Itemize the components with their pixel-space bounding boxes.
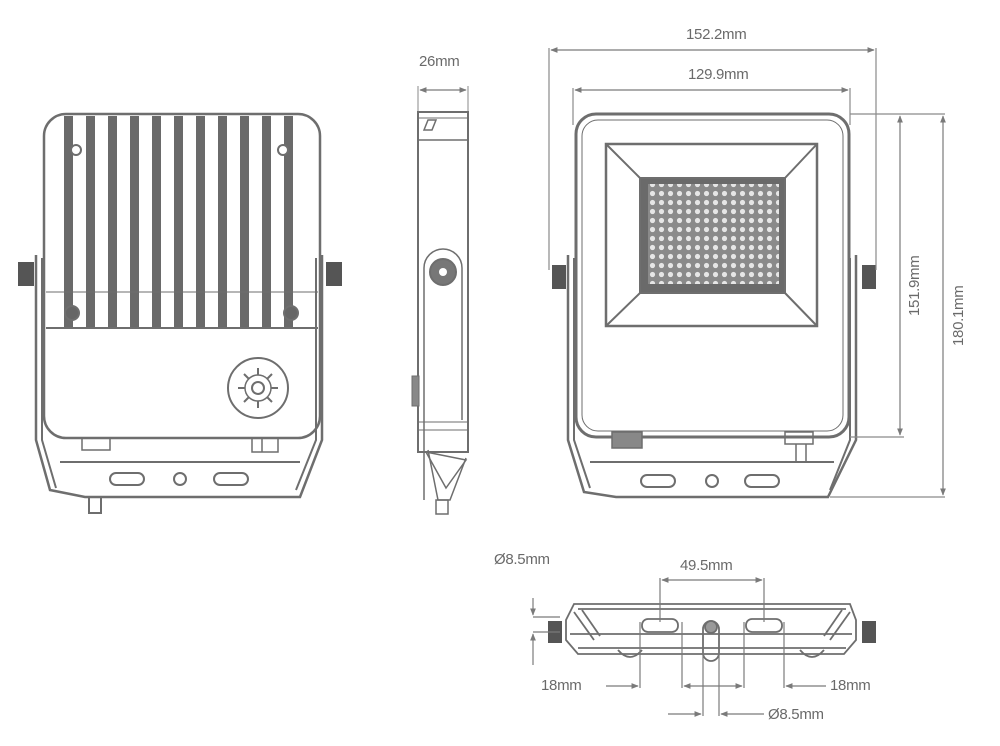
dim-bracket-hole-center: Ø8.5mm <box>768 706 824 723</box>
bottom-dimension-lines <box>530 577 826 717</box>
back-view <box>18 112 342 514</box>
led-array <box>648 184 779 284</box>
heatsink-fins <box>64 116 293 328</box>
front-view <box>552 112 876 499</box>
side-view <box>411 86 469 515</box>
screw-icon <box>64 305 80 321</box>
pressure-valve-icon <box>227 357 289 419</box>
cable-gland-icon <box>88 496 102 514</box>
dim-body-height: 151.9mm <box>906 255 923 316</box>
knob-right-icon <box>862 621 876 643</box>
mounting-hole-icon <box>277 144 289 156</box>
dim-slot-right: 18mm <box>830 677 871 694</box>
knob-left-icon <box>18 262 34 286</box>
mounting-hole-icon <box>70 144 82 156</box>
screw-icon <box>283 305 299 321</box>
dim-bracket-hole-left: Ø8.5mm <box>494 551 550 568</box>
knob-left-icon <box>552 265 566 289</box>
dim-body-width: 129.9mm <box>688 66 749 83</box>
bottom-view <box>548 603 876 662</box>
dim-slot-spacing: 49.5mm <box>680 557 733 574</box>
dim-overall-width: 152.2mm <box>686 26 747 43</box>
front-dimension-lines <box>548 47 946 498</box>
dim-side-depth: 26mm <box>419 53 460 70</box>
dim-slot-left: 18mm <box>541 677 582 694</box>
knob-right-icon <box>862 265 876 289</box>
dim-overall-height: 180.1mm <box>950 285 967 346</box>
knob-right-icon <box>326 262 342 286</box>
